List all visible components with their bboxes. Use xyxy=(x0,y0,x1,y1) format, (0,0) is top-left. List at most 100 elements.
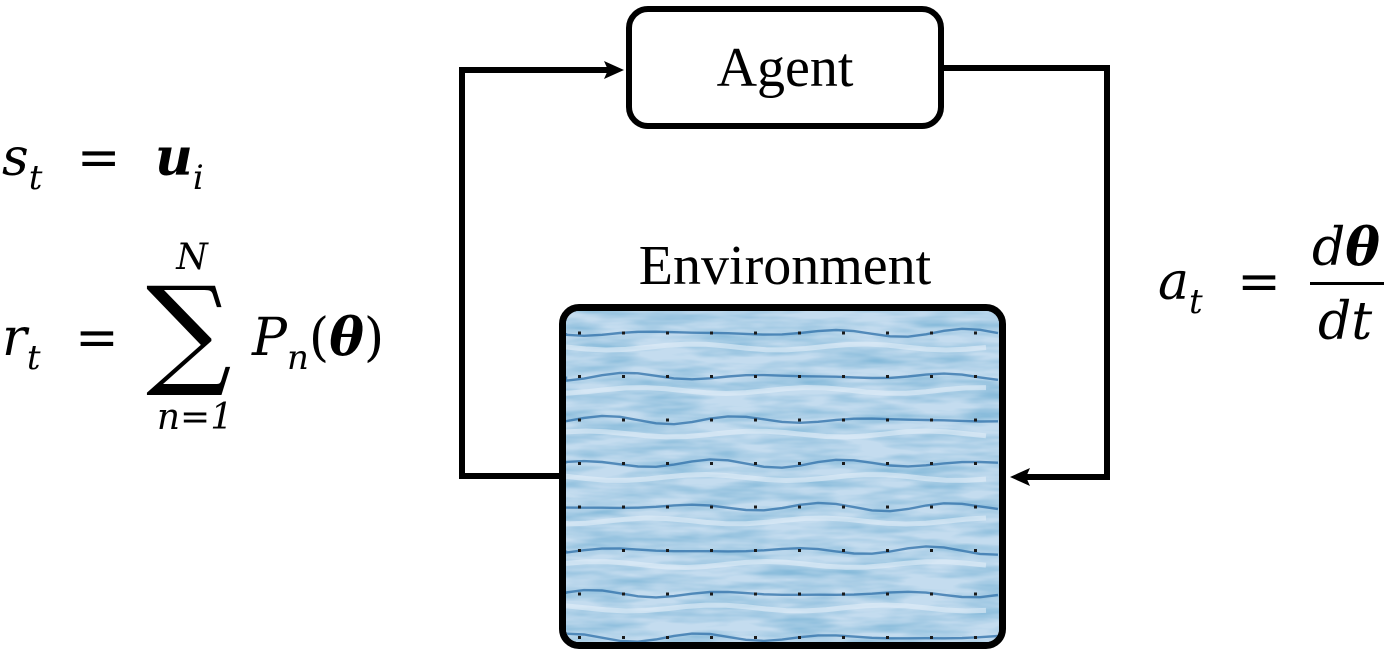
sensor-dot xyxy=(974,592,977,596)
reward-equals: = xyxy=(75,308,119,368)
flow-highlight xyxy=(566,515,987,527)
action-subscript: t xyxy=(1189,282,1203,322)
flow-streak xyxy=(566,545,999,556)
numerator-d: d xyxy=(1312,218,1346,278)
flow-highlight xyxy=(566,471,987,484)
sensor-dot xyxy=(842,505,845,509)
fraction-denominator: dt xyxy=(1318,292,1373,352)
sensor-dot xyxy=(710,549,713,552)
sensor-dot xyxy=(974,549,977,552)
action-symbol: a xyxy=(1158,252,1190,312)
sensor-dot xyxy=(754,331,757,335)
sum-lower-limit: n=1 xyxy=(140,400,250,436)
flow-streak xyxy=(566,371,999,382)
close-paren: ) xyxy=(363,308,385,368)
sensor-dot xyxy=(754,505,757,509)
sum-lower-text: n=1 xyxy=(156,397,234,438)
sensor-dot xyxy=(666,462,669,465)
reward-symbol: r xyxy=(2,308,27,368)
flow-highlight xyxy=(566,428,987,440)
state-symbol: s xyxy=(2,128,29,188)
state-reward-arrow xyxy=(459,67,612,479)
power-subscript: n xyxy=(287,338,309,378)
sensor-dot xyxy=(886,592,889,596)
state-equals: = xyxy=(76,128,121,188)
state-subscript: t xyxy=(28,158,43,198)
power-symbol: P xyxy=(252,308,287,368)
sensor-dot xyxy=(622,505,625,509)
flow-highlight xyxy=(566,384,987,397)
sensor-dot xyxy=(754,418,757,422)
sensor-dot xyxy=(622,375,625,378)
sensor-dot xyxy=(930,549,933,552)
action-arrowhead xyxy=(1010,468,1030,486)
velocity-symbol: u xyxy=(155,127,193,188)
sensor-dot xyxy=(798,549,801,552)
sensor-dot xyxy=(666,549,669,552)
theta-symbol: θ xyxy=(329,307,364,368)
sensor-dot xyxy=(710,462,713,465)
sensor-dot xyxy=(842,375,845,378)
agent-label: Agent xyxy=(716,36,854,99)
numerator-theta: θ xyxy=(1345,217,1380,278)
sensor-dot xyxy=(930,592,933,596)
sensor-dot xyxy=(578,592,581,596)
sensor-dot xyxy=(578,331,581,335)
sensor-dot xyxy=(798,331,801,335)
sensor-dot xyxy=(886,505,889,509)
environment-title: Environment xyxy=(638,235,932,297)
sensor-dot xyxy=(578,462,581,465)
sensor-dot xyxy=(622,592,625,596)
action-lhs: at = xyxy=(1158,256,1281,319)
sensor-dot xyxy=(798,418,801,422)
sensor-dot xyxy=(842,462,845,465)
sensor-dot xyxy=(842,549,845,552)
flow-highlight xyxy=(566,341,987,353)
sensor-dot xyxy=(798,462,801,465)
sensor-dot xyxy=(710,418,713,422)
sensor-dot xyxy=(578,636,581,639)
sensor-dot xyxy=(930,331,933,335)
sensor-dot xyxy=(754,375,757,378)
sensor-dot xyxy=(930,505,933,509)
sensor-dot xyxy=(710,331,713,335)
sensor-dot xyxy=(974,636,977,639)
sensor-dot xyxy=(622,418,625,422)
sensor-dot xyxy=(578,375,581,378)
sensor-dot xyxy=(710,636,713,639)
sensor-dot xyxy=(798,636,801,639)
sensor-dot xyxy=(798,505,801,509)
sensor-dot xyxy=(578,505,581,509)
sensor-dot xyxy=(886,549,889,552)
sensor-dot xyxy=(754,462,757,465)
sensor-dot xyxy=(710,375,713,378)
sensor-dot xyxy=(578,418,581,422)
flow-streak xyxy=(566,632,999,642)
sensor-dot xyxy=(798,592,801,596)
action-arrow xyxy=(944,65,1110,480)
sensor-dot xyxy=(974,375,977,378)
flow-field-image xyxy=(566,311,999,642)
sensor-dot xyxy=(666,331,669,335)
sensor-dot xyxy=(974,505,977,509)
flow-streak xyxy=(566,414,999,426)
flow-streaks xyxy=(566,327,999,642)
sensor-dot xyxy=(886,418,889,422)
sensor-dot xyxy=(974,331,977,335)
sensor-dot xyxy=(930,462,933,465)
sensor-dot xyxy=(710,592,713,596)
state-reward-arrowhead xyxy=(604,61,624,79)
sensor-dot xyxy=(578,549,581,552)
sensor-dot xyxy=(622,462,625,465)
sensor-dot xyxy=(842,636,845,639)
velocity-subscript: i xyxy=(192,158,204,198)
sensor-dot xyxy=(842,592,845,596)
summation-sign: ∑ xyxy=(146,262,232,401)
sensor-dot xyxy=(622,636,625,639)
sensor-dot xyxy=(622,331,625,335)
sensor-dot xyxy=(622,549,625,552)
sensor-dot xyxy=(666,505,669,509)
sensor-dot xyxy=(930,375,933,378)
sensor-dot xyxy=(754,549,757,552)
